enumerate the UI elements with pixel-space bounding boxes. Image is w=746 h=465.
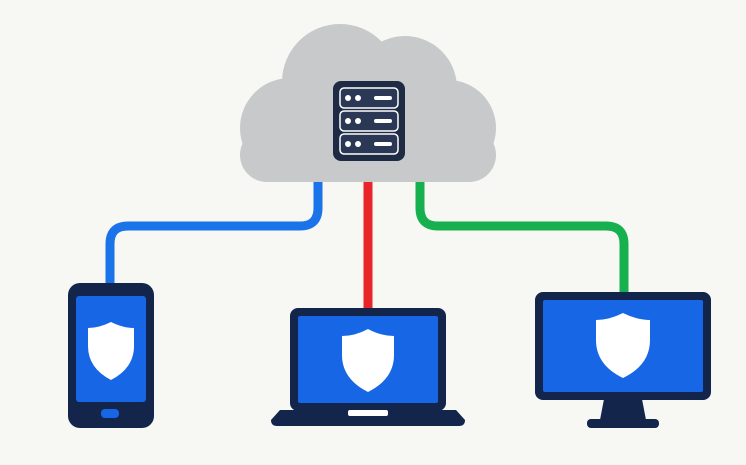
connector-phone: [105, 175, 323, 295]
shield-icon: [88, 322, 134, 380]
shield-icon: [342, 329, 394, 392]
laptop-icon: [271, 308, 465, 426]
server-unit: [339, 110, 399, 132]
server-unit: [339, 133, 399, 155]
shield-icon: [596, 313, 650, 378]
server-rack-icon: [333, 81, 405, 161]
server-unit: [339, 87, 399, 109]
desktop-monitor-icon: [535, 292, 711, 428]
smartphone-icon: [68, 283, 154, 428]
connector-monitor: [415, 175, 629, 301]
